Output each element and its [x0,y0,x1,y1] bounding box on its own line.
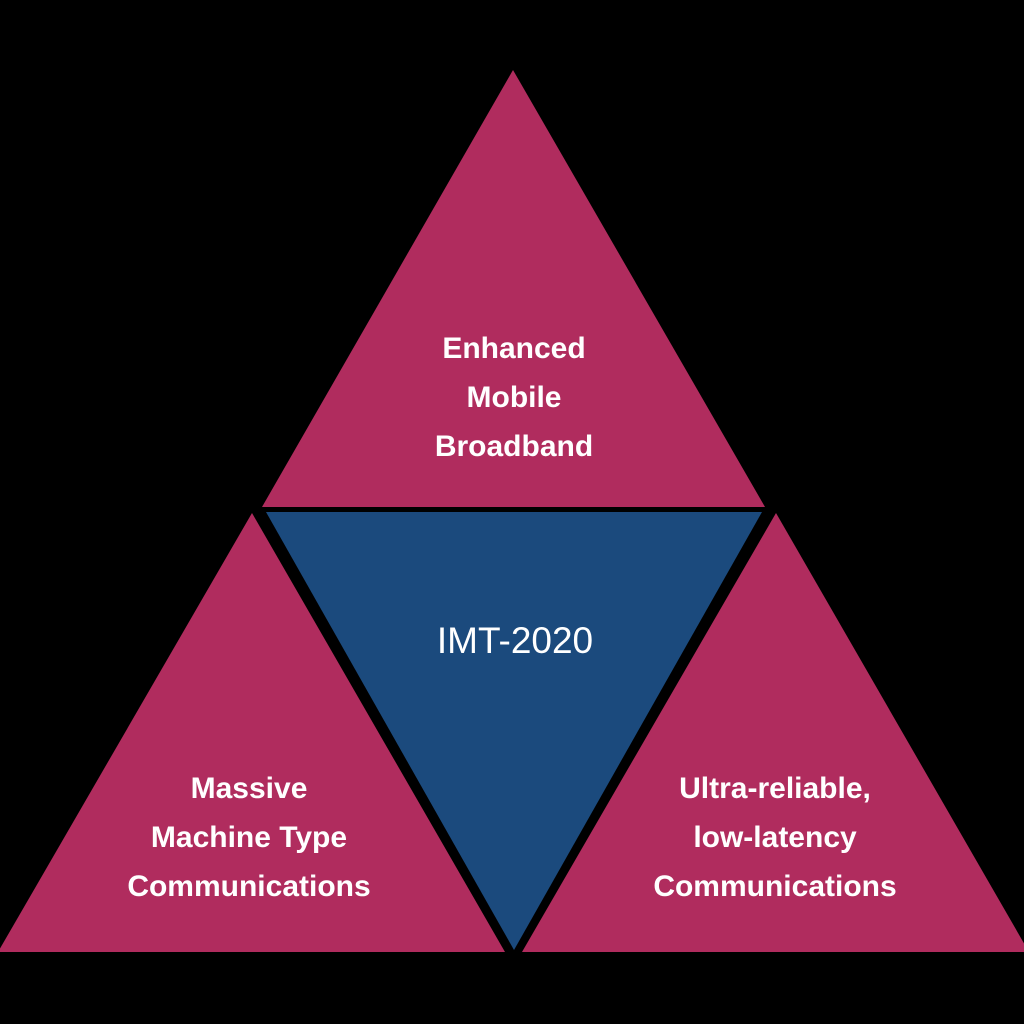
top-triangle-shape[interactable] [262,70,765,507]
top-triangle-label-line-3: Broadband [435,430,593,463]
center-triangle-label: IMT-2020 [437,620,593,661]
bottom-right-triangle-label-line-1: Ultra-reliable, [679,772,871,805]
bottom-right-triangle-label-line-2: low-latency [693,821,857,854]
segment-massive-machine-type-communications[interactable]: Massive Machine Type Communications [0,513,505,952]
bottom-right-triangle-shape[interactable] [522,513,1024,952]
bottom-left-triangle-shape[interactable] [0,513,505,952]
top-triangle-label-line-1: Enhanced [442,332,585,365]
bottom-left-triangle-label-line-3: Communications [127,870,370,903]
segment-enhanced-mobile-broadband[interactable]: Enhanced Mobile Broadband [262,70,765,507]
top-triangle-label-line-2: Mobile [467,381,562,414]
bottom-left-triangle-label-line-2: Machine Type [151,821,347,854]
bottom-left-triangle-label-line-1: Massive [191,772,308,805]
segment-ultra-reliable-low-latency-communications[interactable]: Ultra-reliable, low-latency Communicatio… [522,513,1024,952]
bottom-right-triangle-label-line-3: Communications [653,870,896,903]
segment-imt-2020[interactable]: IMT-2020 [266,512,762,950]
center-inverted-triangle-shape[interactable] [266,512,762,950]
